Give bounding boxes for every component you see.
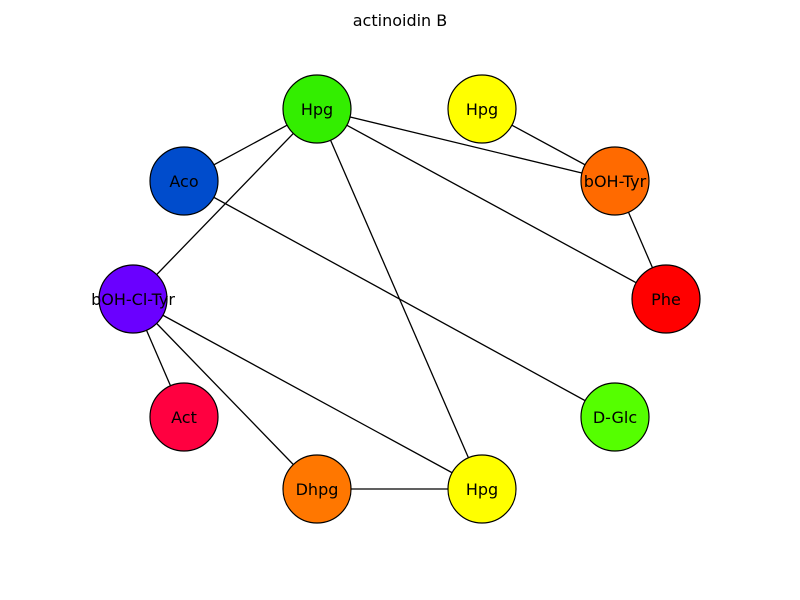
node-label: Act xyxy=(171,408,197,427)
node: Phe xyxy=(631,264,701,334)
node-label: Aco xyxy=(169,172,198,191)
node-circle xyxy=(149,146,219,216)
edge xyxy=(132,298,483,490)
node-label: Hpg xyxy=(301,100,333,119)
node: Dhpg xyxy=(282,454,352,524)
node: Act xyxy=(149,382,219,452)
node-circle xyxy=(447,74,517,144)
node-label: Phe xyxy=(651,290,681,309)
node-circle xyxy=(98,264,168,334)
edge xyxy=(316,108,616,182)
node-circle xyxy=(631,264,701,334)
node-circle xyxy=(580,382,650,452)
edge xyxy=(316,108,667,300)
diagram-title: actinoidin B xyxy=(353,11,448,30)
node-circle xyxy=(282,74,352,144)
edge xyxy=(183,180,616,418)
node-label: D-Glc xyxy=(593,408,637,427)
node: D-Glc xyxy=(580,382,650,452)
node-label: bOH-Cl-Tyr xyxy=(91,290,175,309)
node: Hpg xyxy=(447,454,517,524)
node-circle xyxy=(580,146,650,216)
node-circle xyxy=(149,382,219,452)
node-label: Hpg xyxy=(466,100,498,119)
edge xyxy=(132,298,318,490)
node-label: Hpg xyxy=(466,480,498,499)
node: bOH-Cl-Tyr xyxy=(91,264,175,334)
node-circle xyxy=(447,454,517,524)
node: Aco xyxy=(149,146,219,216)
node: bOH-Tyr xyxy=(580,146,650,216)
node: Hpg xyxy=(447,74,517,144)
node-label: bOH-Tyr xyxy=(584,172,647,191)
node-circle xyxy=(282,454,352,524)
node-label: Dhpg xyxy=(296,480,339,499)
node: Hpg xyxy=(282,74,352,144)
